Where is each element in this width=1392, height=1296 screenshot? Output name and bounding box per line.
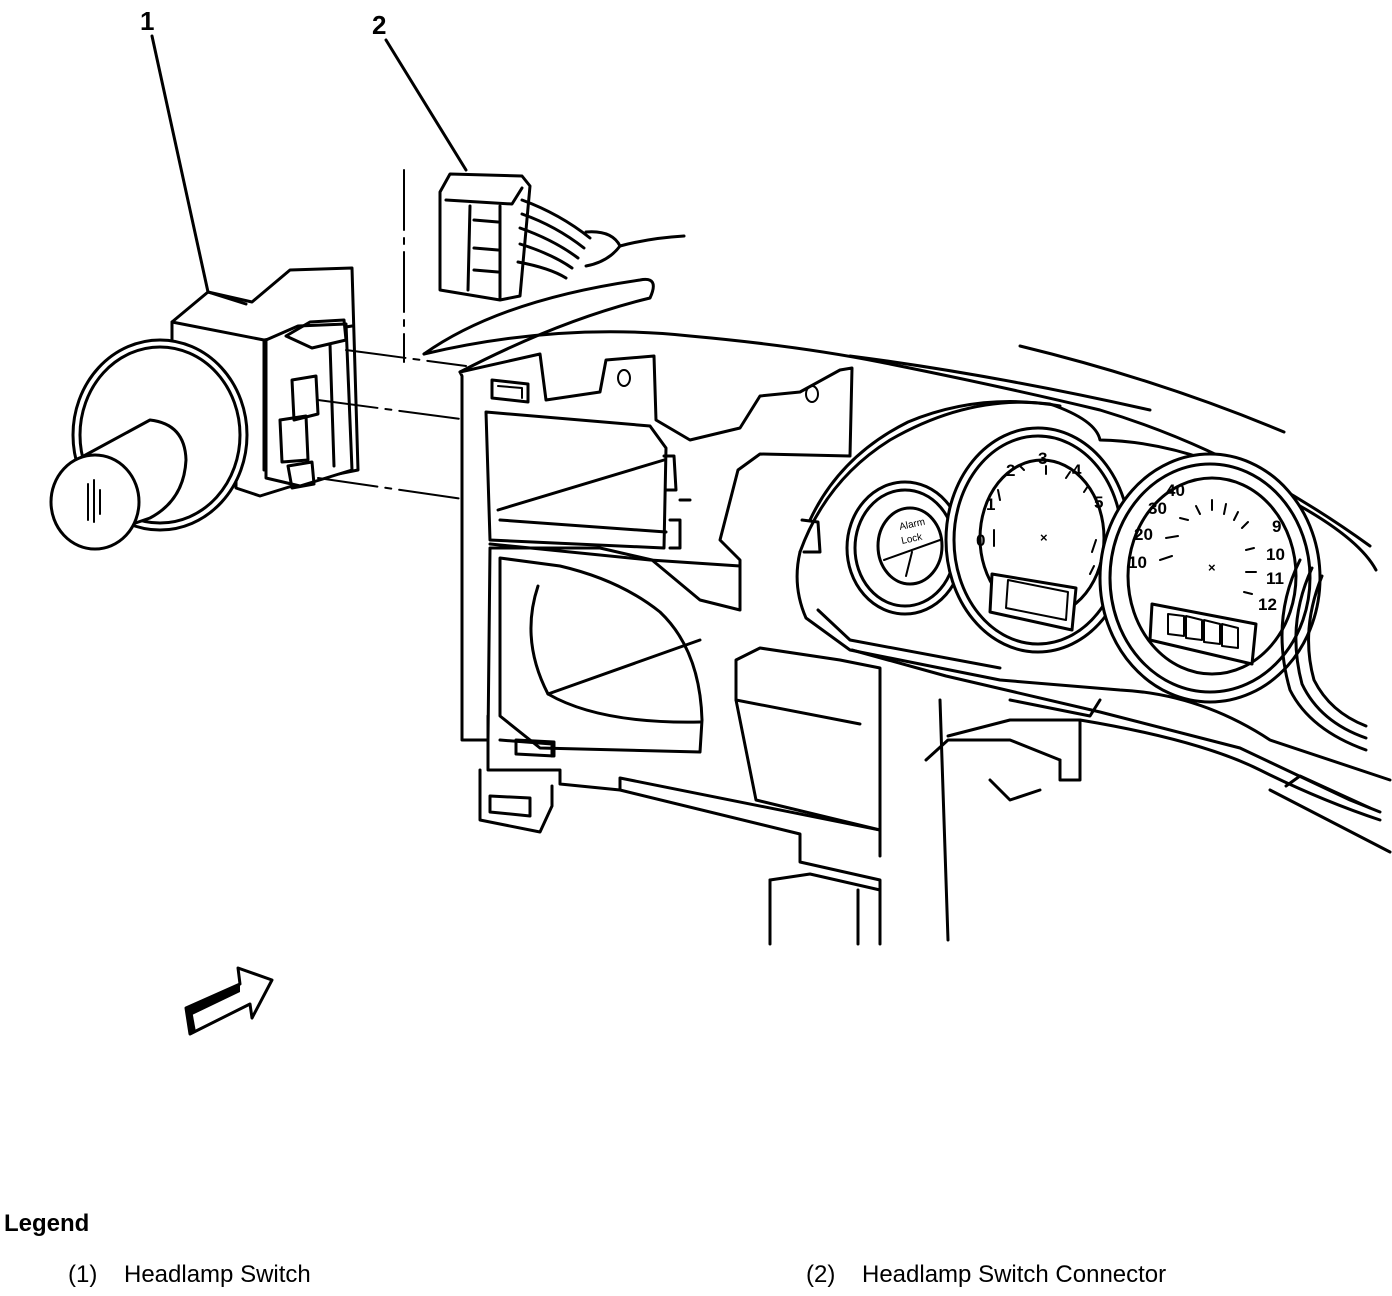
headlamp-switch (49, 266, 360, 551)
callout-2-leader (384, 38, 468, 172)
speedo-number-120: 12 (1258, 595, 1277, 614)
legend-item-number: (2) (806, 1261, 836, 1288)
tach-number-1: 1 (986, 495, 995, 514)
speedo-number-10: 10 (1128, 553, 1147, 572)
tach-number-3: 3 (1038, 449, 1047, 468)
tach-number-4: 4 (1072, 461, 1082, 480)
small-gauge-label-alarm: Alarm (898, 517, 926, 533)
headlamp-switch-diagram: 1 2 (49, 6, 1392, 1036)
svg-text:×: × (1040, 530, 1048, 545)
small-gauge-label-lock: Lock (900, 532, 924, 547)
alignment-line-middle (317, 399, 469, 421)
speedo-number-40: 40 (1166, 481, 1185, 500)
legend-item-label: Headlamp Switch Connector (862, 1261, 1167, 1288)
speedo-number-110: 11 (1266, 569, 1284, 588)
legend-item-headlamp-switch: (1) Headlamp Switch (68, 1261, 311, 1289)
tach-number-0: 0 (976, 531, 985, 550)
svg-text:×: × (1208, 560, 1216, 575)
callout-2-number: 2 (372, 10, 386, 40)
legend-title: Legend (4, 1210, 90, 1237)
speedo-number-90: 9 (1272, 517, 1281, 536)
callout-1-leader (150, 34, 210, 294)
alignment-line-top (345, 349, 467, 367)
tach-number-2: 2 (1006, 461, 1015, 480)
speedo-number-20: 20 (1134, 525, 1153, 544)
tach-number-5: 5 (1094, 493, 1103, 512)
headlamp-switch-connector (438, 172, 686, 302)
instrument-panel (422, 277, 1392, 946)
speedo-number-30: 30 (1148, 499, 1167, 518)
speedo-number-100: 10 (1266, 545, 1285, 564)
legend-item-number: (1) (68, 1261, 98, 1288)
view-direction-arrow (184, 966, 274, 1036)
legend-item-headlamp-switch-connector: (2) Headlamp Switch Connector (806, 1261, 1166, 1289)
callout-1-number: 1 (140, 6, 154, 36)
instrument-cluster: Alarm Lock 0 1 2 3 4 5 × 10 20 30 40 9 1… (795, 400, 1392, 782)
legend-item-label: Headlamp Switch (124, 1261, 311, 1288)
alignment-line-bottom (317, 477, 471, 501)
